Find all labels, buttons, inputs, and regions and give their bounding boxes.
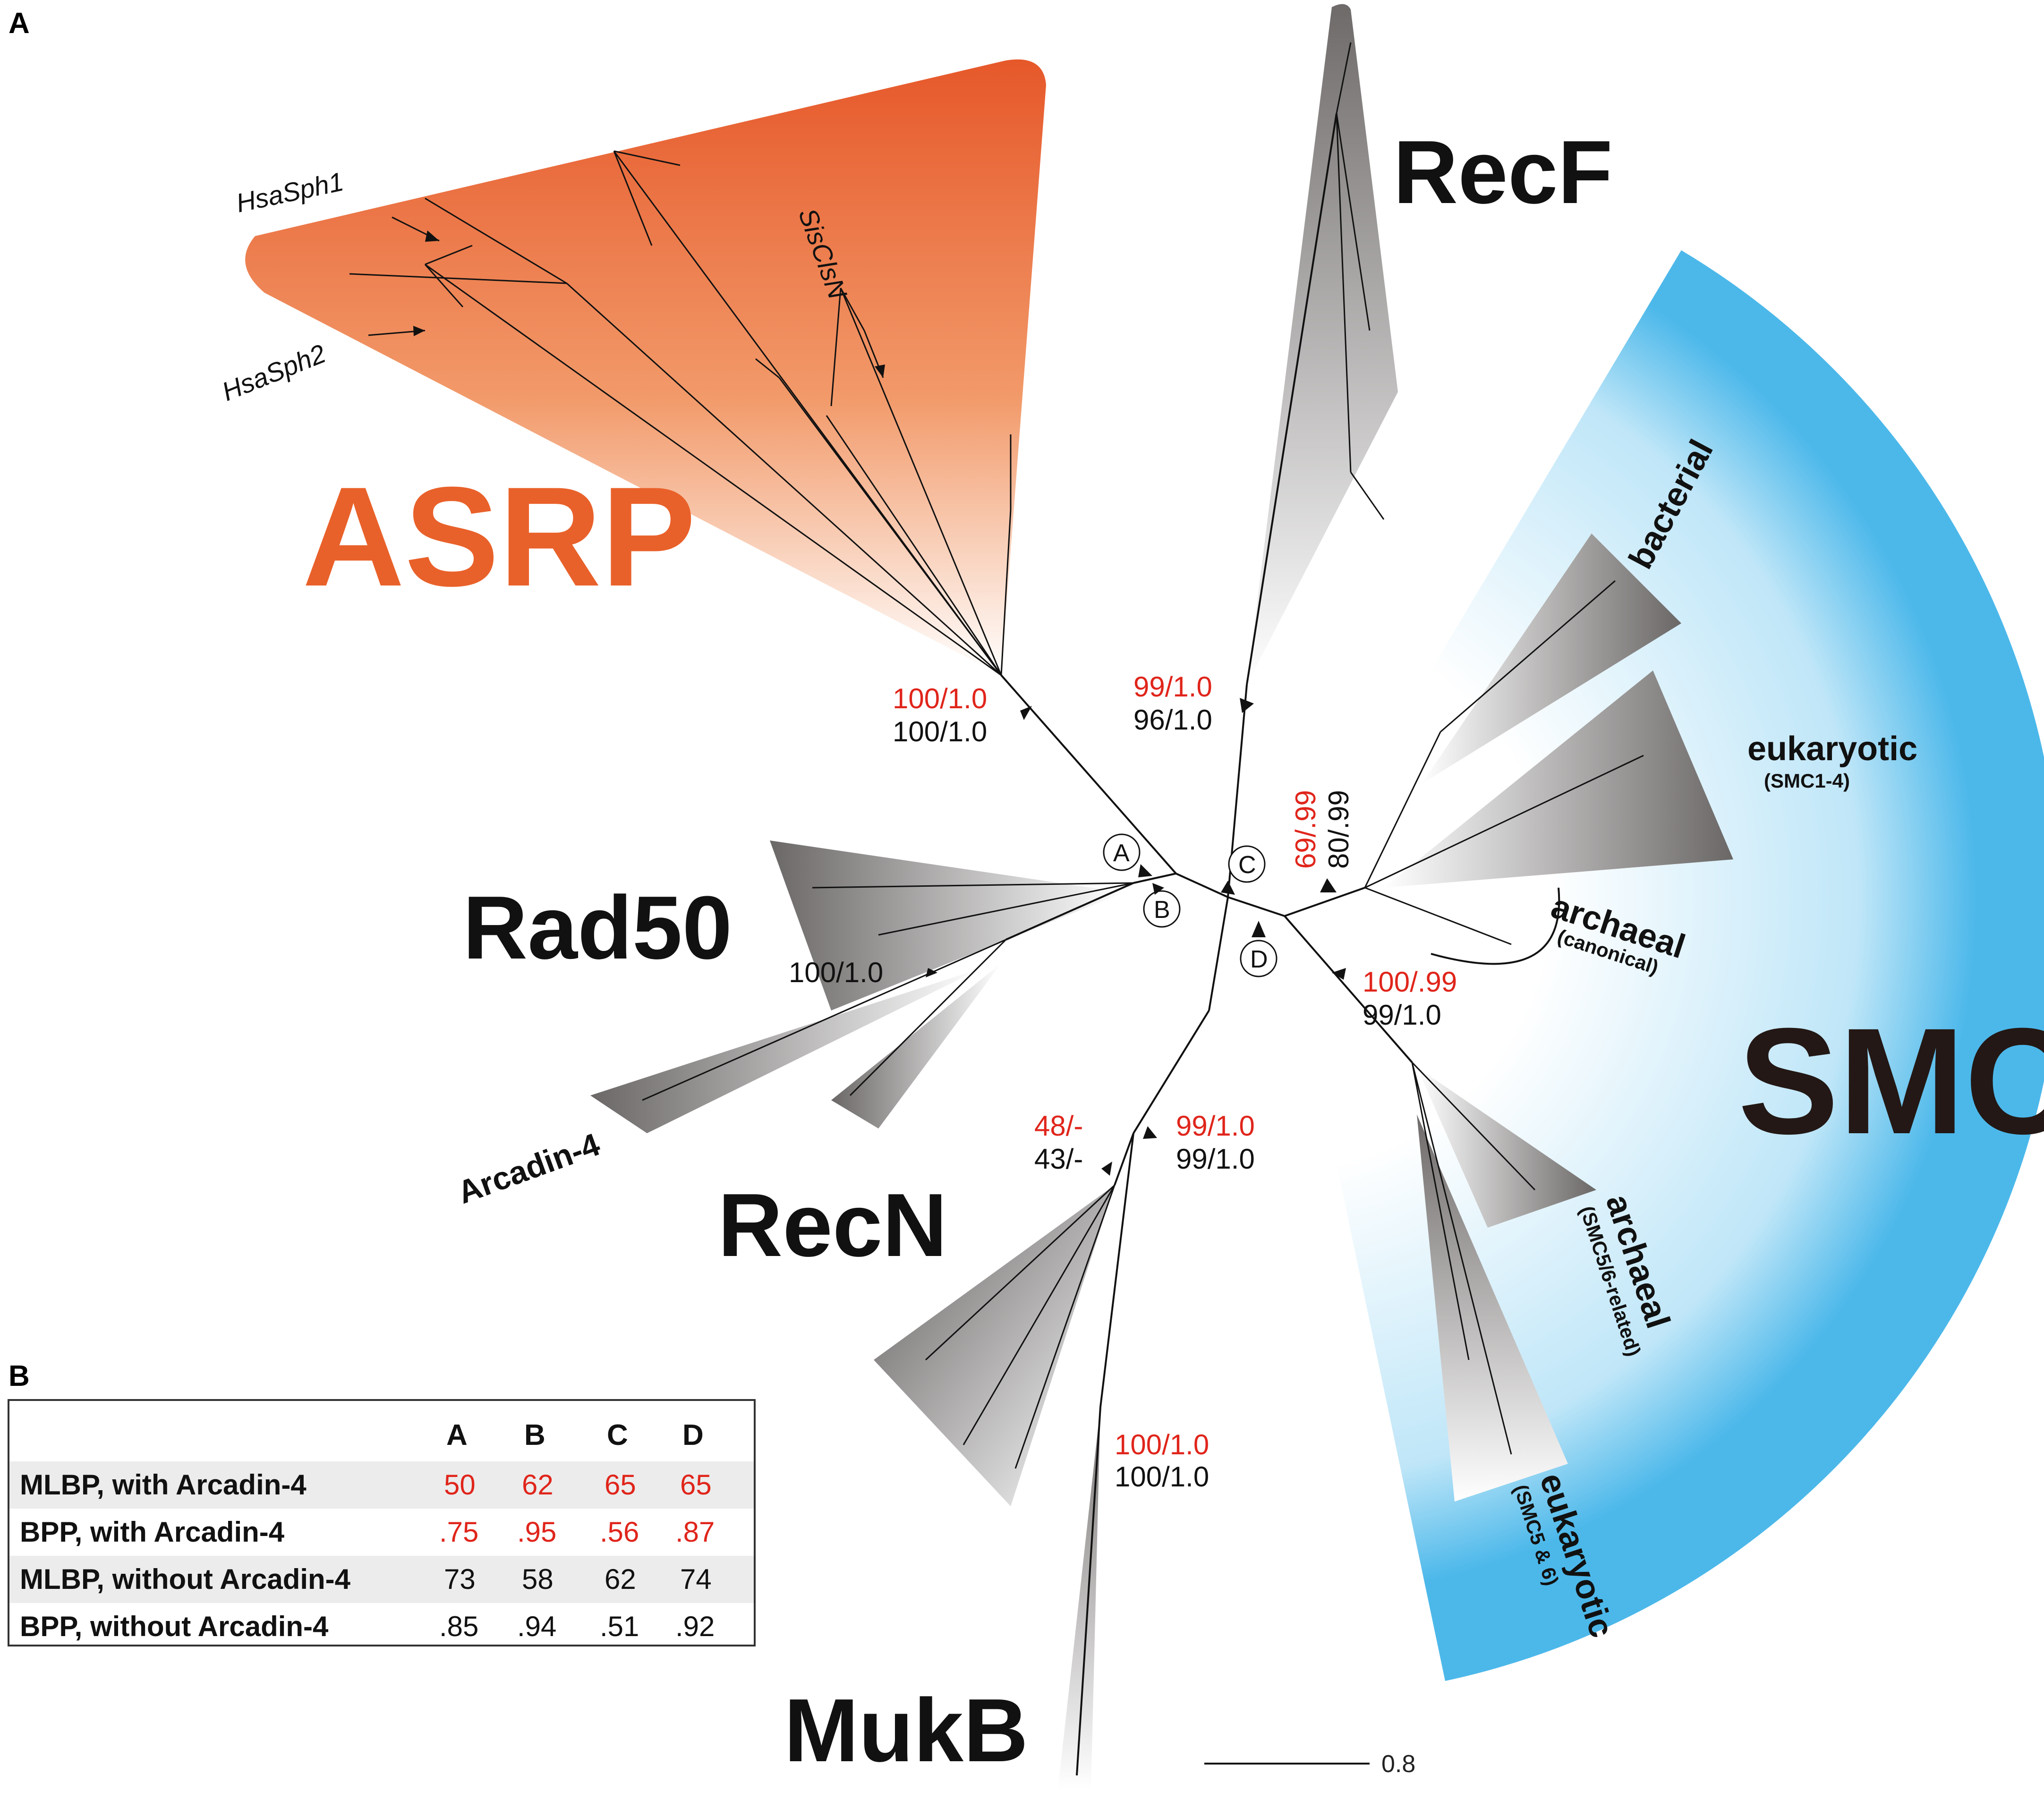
- table-row-shade-1: [9, 1461, 754, 1509]
- hsasph2-label: HsaSph2: [218, 338, 330, 407]
- node-b: B: [1143, 890, 1181, 928]
- tree-backbone: [1000, 113, 1413, 1776]
- smc-archaeal-smc56-clade-shape: [1417, 1067, 1596, 1228]
- arcadin-4-label: Arcadin-4: [453, 1126, 605, 1211]
- table-cell: 74: [680, 1563, 712, 1595]
- table-cell: 62: [605, 1563, 636, 1595]
- support-smc1-red: 69/.99: [1290, 790, 1321, 869]
- support-recf-black: 96/1.0: [1133, 704, 1212, 736]
- arcadin-4-clade-shape: [590, 968, 982, 1133]
- recf-clade-shape: [1247, 4, 1398, 685]
- table-col-c: C: [607, 1419, 628, 1451]
- table-row-label: BPP, without Arcadin-4: [20, 1611, 329, 1642]
- support-table: A B C D MLBP, with Arcadin-4 50 62 65 65…: [8, 1399, 756, 1646]
- archaeal-canonical-bracket: [1431, 887, 1560, 965]
- scale-bar-label: 0.8: [1381, 1750, 1415, 1778]
- table-cell: .56: [600, 1516, 639, 1548]
- support-recn-red: 48/-: [1034, 1110, 1083, 1142]
- node-a: A: [1103, 833, 1141, 871]
- support-smc2-red: 100/.99: [1363, 966, 1457, 998]
- smc-eukaryotic-1-clade-shape: [1384, 670, 1733, 888]
- recn-branches: [925, 1184, 1116, 1469]
- node-d-label: D: [1250, 946, 1268, 973]
- support-smc2-black: 99/1.0: [1363, 999, 1441, 1031]
- smc-eukaryotic-2-clade-shape: [1417, 1114, 1568, 1502]
- table-cell: .92: [675, 1611, 715, 1642]
- table-cell: .95: [517, 1516, 556, 1548]
- rad50-clade-shape: [770, 840, 1124, 1010]
- table-cell: 73: [444, 1563, 476, 1595]
- support-smc1-black: 80/.99: [1323, 790, 1354, 869]
- smc-eukaryotic-1-label: eukaryotic: [1747, 730, 1917, 768]
- asrp-branches: [349, 150, 1012, 676]
- panel-a-label: A: [9, 7, 30, 40]
- hsasph1-arrowhead: [425, 230, 439, 242]
- node-b-label: B: [1154, 896, 1170, 924]
- recn-label: RecN: [718, 1175, 947, 1275]
- support-mukb-red: 100/1.0: [1115, 1429, 1209, 1460]
- table-cell: 58: [522, 1563, 554, 1595]
- hsasph2-arrowhead: [413, 326, 425, 336]
- rad50-label: Rad50: [463, 878, 732, 978]
- table-row-label: MLBP, with Arcadin-4: [20, 1469, 307, 1501]
- table-col-b: B: [524, 1419, 545, 1451]
- smc-eukaryotic-1-sub-label: (SMC1-4): [1764, 770, 1850, 792]
- table-cell: 62: [522, 1469, 554, 1501]
- smc-sector: [1285, 250, 2044, 1681]
- node-a-label: A: [1113, 840, 1130, 867]
- node-c-label: C: [1238, 851, 1256, 879]
- table-col-a: A: [446, 1419, 468, 1451]
- table-cell: .85: [439, 1611, 478, 1642]
- table-row-shade-3: [9, 1556, 754, 1603]
- recf-branches: [1336, 42, 1385, 520]
- panel-b-label: B: [9, 1360, 30, 1392]
- table-cell: 50: [444, 1469, 476, 1501]
- asrp-label: ASRP: [302, 457, 696, 616]
- rad50-lower-clade-shape: [831, 963, 1001, 1129]
- node-d: D: [1240, 940, 1278, 977]
- support-asrp-red: 100/1.0: [893, 683, 987, 714]
- support-recn-black: 43/-: [1034, 1143, 1083, 1175]
- table-cell: 65: [680, 1469, 712, 1501]
- support-asrp-black: 100/1.0: [893, 716, 987, 747]
- node-c: C: [1228, 845, 1266, 883]
- support-d-red: 99/1.0: [1176, 1110, 1255, 1142]
- smc-branches: [1364, 580, 1644, 1455]
- smc-bacterial-clade-shape: [1422, 534, 1681, 784]
- table-col-d: D: [682, 1419, 704, 1451]
- table-cell: .75: [439, 1516, 478, 1548]
- mukb-clade-shape: [1058, 1407, 1100, 1790]
- support-d-black: 99/1.0: [1176, 1143, 1255, 1175]
- table-frame: [8, 1399, 756, 1646]
- table-cell: .94: [517, 1611, 556, 1642]
- node-pointers: [926, 698, 1346, 1176]
- table-cell: .51: [600, 1611, 639, 1642]
- sisclsn-arrowhead: [875, 365, 885, 378]
- support-rad50-black: 100/1.0: [789, 957, 883, 988]
- smc-label: SMC: [1738, 996, 2044, 1165]
- hsasph1-label: HsaSph1: [233, 166, 346, 218]
- table-row-label: BPP, with Arcadin-4: [20, 1516, 285, 1548]
- support-recf-red: 99/1.0: [1133, 671, 1212, 703]
- table-cell: .87: [675, 1516, 715, 1548]
- mukb-label: MukB: [784, 1680, 1028, 1781]
- table-row-label: MLBP, without Arcadin-4: [20, 1563, 351, 1595]
- recf-label: RecF: [1393, 122, 1613, 222]
- recn-clade-shape: [874, 1185, 1115, 1506]
- rad50-branches: [642, 882, 1134, 1101]
- asrp-clade-shape: [245, 59, 1046, 675]
- support-mukb-black: 100/1.0: [1115, 1461, 1209, 1493]
- table-cell: 65: [605, 1469, 636, 1501]
